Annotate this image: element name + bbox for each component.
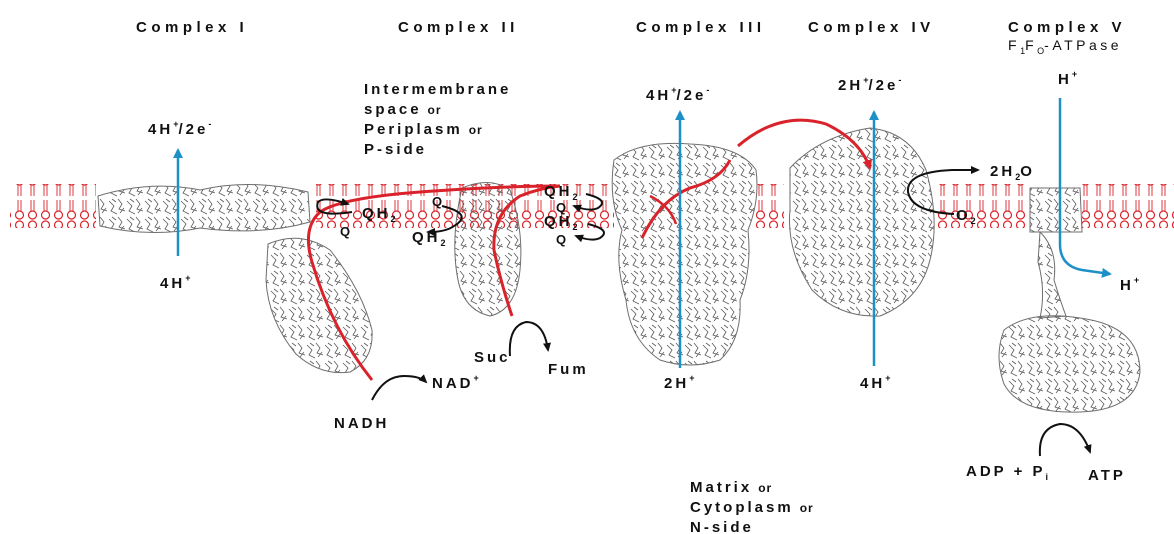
- nadh-label: NADH: [334, 415, 389, 432]
- atp-label: ATP: [1088, 467, 1126, 484]
- membrane-segment: [10, 184, 96, 228]
- succinate-label: Suc: [474, 349, 511, 366]
- c1-top-proton-label: 4H+/2e-: [148, 119, 211, 138]
- fumarate-label: Fum: [548, 361, 589, 378]
- qh2-label-c3b: QH2: [544, 213, 578, 232]
- complex-1-peripheral-arm: [266, 238, 372, 372]
- protein-structures: [98, 128, 1140, 412]
- c1-bottom-proton-label: 4H+: [160, 273, 190, 292]
- q-label-c3b: Q: [556, 232, 570, 247]
- header-complex-3: Complex III: [636, 19, 766, 36]
- c4-top-proton-label: 2H+/2e-: [838, 75, 901, 94]
- c5-top-proton-label: H+: [1058, 69, 1077, 88]
- header-complex-4: Complex IV: [808, 19, 935, 36]
- complex-1-membrane-arm: [98, 184, 310, 232]
- header-complex-5: Complex V: [1008, 19, 1126, 36]
- intermembrane-line-1: Intermembrane: [364, 81, 511, 98]
- qh2-label-c1: QH2: [362, 205, 396, 224]
- water-label: 2H2O: [990, 163, 1035, 182]
- membrane-segment: [1082, 184, 1174, 228]
- c4-bottom-proton-label: 4H+: [860, 373, 890, 392]
- complex-5-stalk: [1038, 232, 1066, 318]
- q-label-c2: Q: [432, 194, 446, 209]
- membrane-segment: [934, 184, 1028, 228]
- c5-right-proton-label: H+: [1120, 275, 1139, 294]
- header-complex-2: Complex II: [398, 19, 519, 36]
- c3-bottom-proton-label: 2H+: [664, 373, 694, 392]
- matrix-line-3: N-side: [690, 519, 754, 534]
- membrane-segment: [754, 184, 784, 228]
- complex-3-structure: [612, 143, 757, 365]
- header-complex-5-subtitle: F1FO-ATPase: [1008, 37, 1122, 56]
- atp-arrow: [1040, 424, 1090, 456]
- succinate-arrow: [510, 322, 548, 356]
- electron-path: [308, 120, 870, 380]
- complex-4-structure: [789, 128, 934, 316]
- nad-label: NAD+: [432, 373, 479, 392]
- intermembrane-line-4: P-side: [364, 141, 427, 158]
- complex-5-fo-ring: [1030, 188, 1082, 232]
- complex-5-f1-head: [999, 316, 1140, 412]
- complex-headers: Complex I Complex II Complex III Complex…: [136, 19, 1126, 56]
- header-complex-1: Complex I: [136, 19, 248, 36]
- qh2-label-c2: QH2: [412, 229, 446, 248]
- nadh-arrow: [372, 376, 426, 400]
- c3-top-proton-label: 4H+/2e-: [646, 85, 709, 104]
- q-label-c1: Q: [340, 224, 354, 239]
- adp-pi-label: ADP + Pi: [966, 463, 1048, 482]
